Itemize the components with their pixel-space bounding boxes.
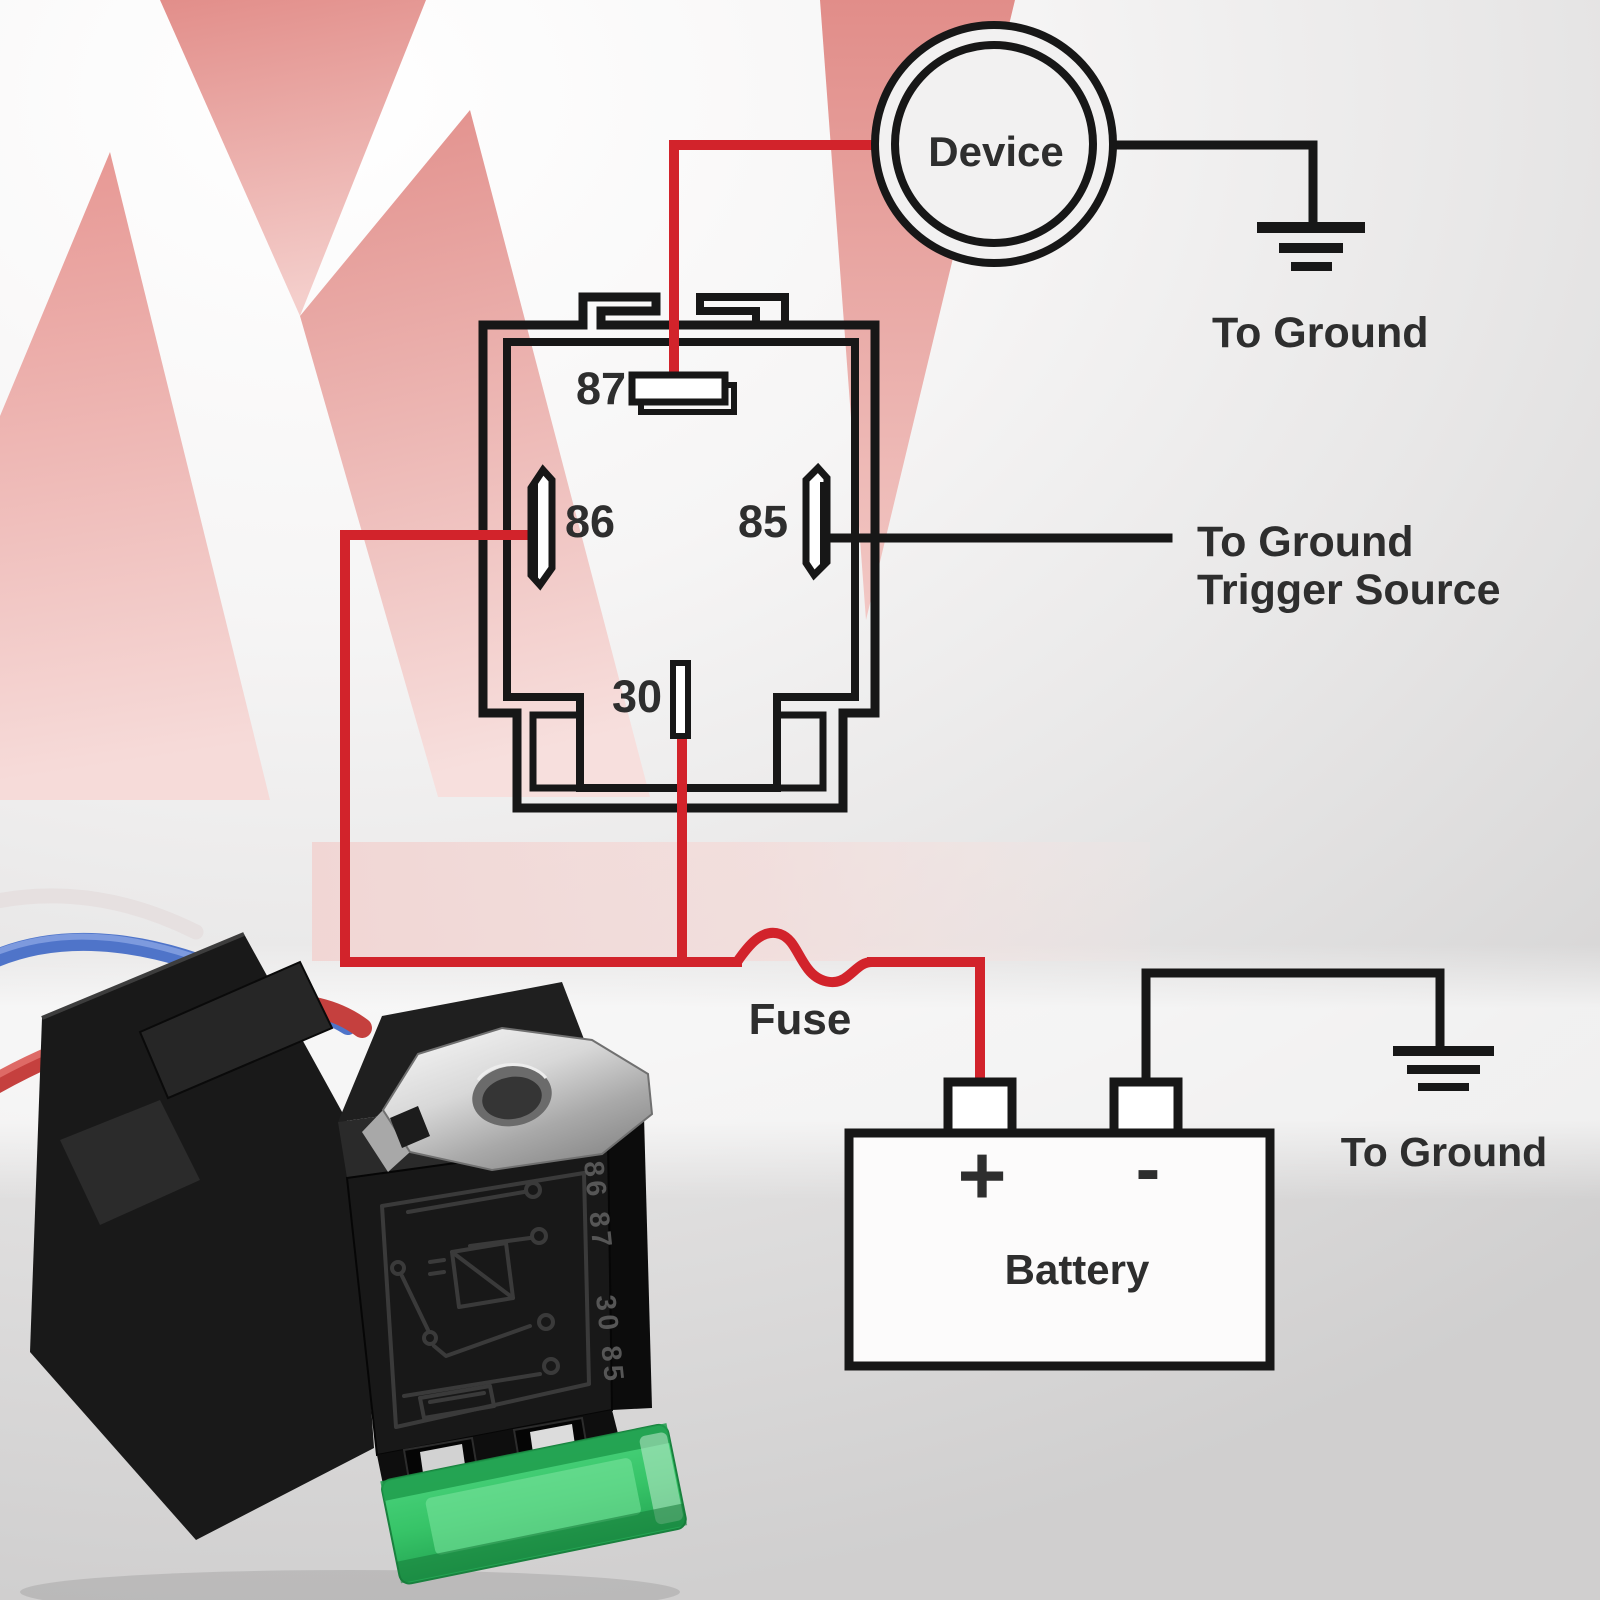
trigger-label-line2: Trigger Source bbox=[1197, 566, 1500, 614]
relay-foot-right bbox=[773, 711, 827, 792]
socket-housing bbox=[30, 934, 374, 1540]
fuse-battery-wire bbox=[867, 957, 985, 1086]
bracket-notch bbox=[390, 1106, 430, 1148]
white-wire bbox=[0, 888, 204, 940]
emboss-frame bbox=[380, 1171, 591, 1429]
watermark-triangle-left bbox=[0, 152, 270, 800]
socket-edge-highlight bbox=[41, 932, 245, 1020]
pin30-terminal bbox=[670, 660, 691, 739]
battery-plus-label: + bbox=[957, 1128, 1006, 1222]
relay-cube-right-face bbox=[602, 1086, 652, 1410]
device-pin87-wire bbox=[669, 140, 883, 394]
watermark-band-center bbox=[300, 110, 650, 797]
ground-icon bbox=[1393, 1046, 1494, 1091]
schematic-red-wires bbox=[340, 140, 985, 1086]
device-circle-inner bbox=[891, 41, 1097, 247]
device-ground-wire bbox=[1109, 140, 1318, 229]
battery-minus-label: - bbox=[1136, 1127, 1161, 1210]
trigger-label-line1: To Ground bbox=[1197, 518, 1414, 566]
socket-step bbox=[60, 1100, 200, 1225]
bracket-hole bbox=[482, 1076, 542, 1120]
device-circle-outer bbox=[871, 21, 1117, 267]
ground-top-label: To Ground bbox=[1212, 309, 1429, 357]
fuse-squiggle bbox=[732, 927, 877, 988]
battery-terminal-minus bbox=[1109, 1077, 1183, 1139]
fuse-label: Fuse bbox=[749, 995, 852, 1044]
green-fuse bbox=[380, 1423, 688, 1585]
photo-shadow bbox=[20, 1570, 680, 1600]
socket-top-rib bbox=[138, 960, 334, 1100]
relay-foot-left bbox=[529, 711, 584, 792]
watermark-triangle-top bbox=[160, 0, 426, 316]
schematic-black-lines bbox=[478, 140, 1445, 1089]
pin85-label: 85 bbox=[738, 496, 788, 547]
pin87-terminal bbox=[628, 371, 729, 406]
pin87-label: 87 bbox=[576, 363, 626, 414]
bracket-flange bbox=[362, 1110, 410, 1172]
watermark-band-bottom bbox=[312, 842, 1150, 961]
pin86-label: 86 bbox=[565, 496, 615, 547]
emboss-circuit-icon bbox=[390, 1181, 560, 1420]
device-label: Device bbox=[928, 128, 1063, 175]
ground-icon bbox=[1257, 222, 1365, 271]
ground-bottom-label: To Ground bbox=[1341, 1129, 1547, 1175]
battery-ground-wire bbox=[1141, 968, 1445, 1089]
ground-symbols bbox=[1257, 222, 1494, 1091]
relay-case-outline bbox=[478, 292, 880, 813]
relay-case-top-hook bbox=[696, 293, 789, 329]
battery-terminal-plus bbox=[943, 1077, 1017, 1139]
brand-watermark bbox=[0, 0, 1150, 961]
schematic-labels: Device 87 86 85 30 To Ground To Ground T… bbox=[565, 128, 1547, 1293]
bracket-hole-glint bbox=[476, 1063, 548, 1081]
pin30-label: 30 bbox=[612, 671, 662, 722]
battery-label: Battery bbox=[1005, 1246, 1150, 1293]
pin86-feed-wire bbox=[340, 530, 742, 967]
relay-product-photo: 86 87 30 85 bbox=[0, 888, 688, 1600]
battery-box bbox=[844, 1128, 1275, 1371]
schematic-components bbox=[527, 21, 1275, 1371]
